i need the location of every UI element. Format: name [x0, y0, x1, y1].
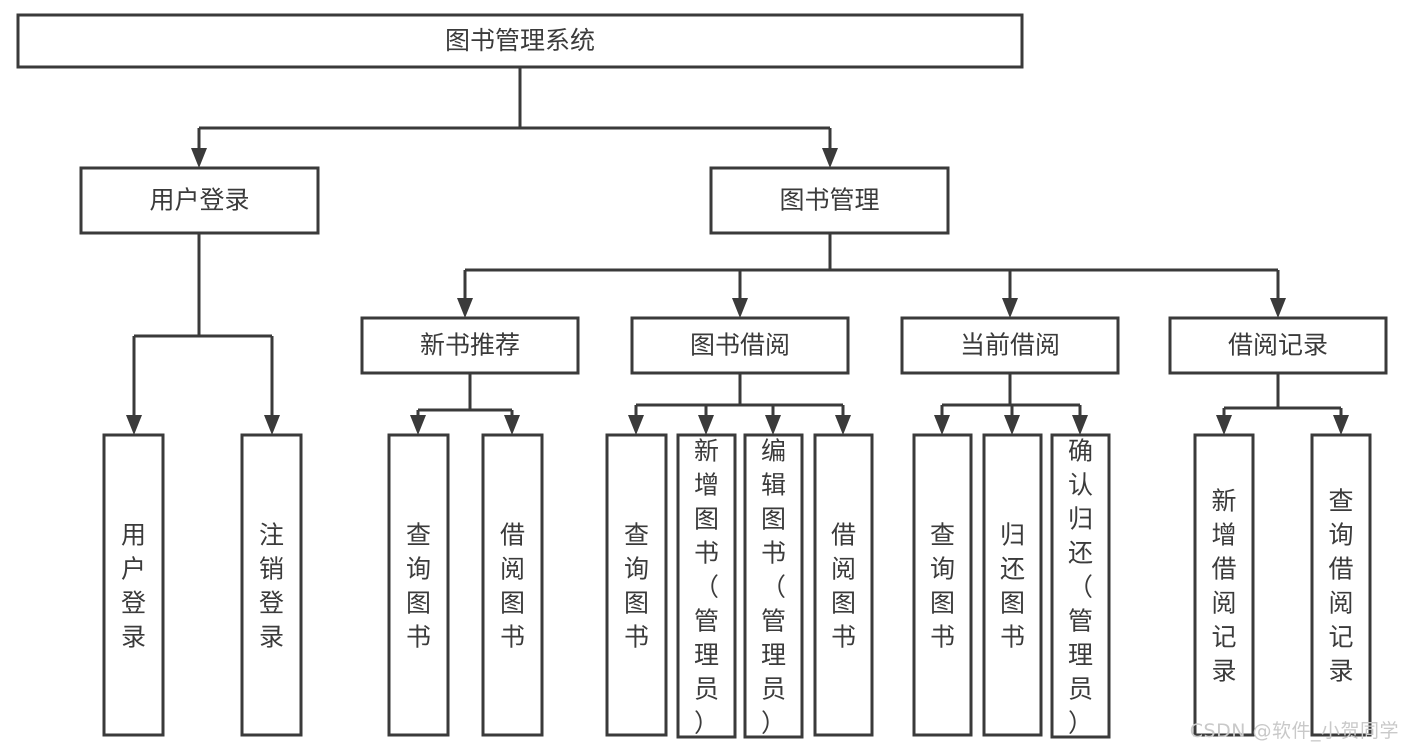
node-label: 当前借阅: [960, 331, 1060, 360]
node-box[interactable]: [982, 433, 1043, 737]
node-l-return-book[interactable]: 归还图书: [982, 433, 1043, 737]
node-label: 查询借阅记录: [1328, 487, 1353, 686]
arrow-head-icon: [835, 415, 851, 435]
arrow-head-icon: [934, 415, 950, 435]
node-l-edit-book-admin[interactable]: 编辑图书（管理员）: [743, 433, 804, 739]
node-box[interactable]: [1193, 433, 1255, 737]
node-box[interactable]: [1050, 433, 1111, 739]
node-l-logout[interactable]: 注销登录: [240, 433, 303, 737]
arrow-head-icon: [264, 415, 280, 435]
node-label: 确认归还（管理员）: [1068, 437, 1093, 738]
node-box[interactable]: [900, 316, 1120, 375]
node-label: 借阅图书: [831, 521, 856, 652]
arrow-head-icon: [628, 415, 644, 435]
node-l-query-book-2[interactable]: 查询图书: [605, 433, 668, 737]
node-label: 用户登录: [121, 521, 146, 652]
node-label: 新增借阅记录: [1211, 487, 1236, 686]
node-label: 借阅图书: [500, 521, 525, 652]
node-box[interactable]: [813, 433, 874, 737]
connector-user-login-bus: [126, 233, 280, 435]
node-l-borrow-book-1[interactable]: 借阅图书: [481, 433, 544, 737]
arrow-head-icon: [1002, 298, 1018, 318]
node-root[interactable]: 图书管理系统: [16, 13, 1024, 69]
arrow-head-icon: [1004, 415, 1020, 435]
node-box[interactable]: [79, 166, 320, 235]
node-box[interactable]: [1310, 433, 1372, 737]
arrow-head-icon: [457, 298, 473, 318]
arrow-head-icon: [1216, 415, 1232, 435]
node-n-user-login[interactable]: 用户登录: [79, 166, 320, 235]
node-n-current-borrow[interactable]: 当前借阅: [900, 316, 1120, 375]
node-box[interactable]: [1168, 316, 1388, 375]
arrow-head-icon: [822, 148, 838, 168]
arrow-head-icon: [732, 298, 748, 318]
arrow-head-icon: [1270, 298, 1286, 318]
node-label: 归还图书: [1000, 521, 1025, 652]
connector-book-mgmt-bus: [457, 233, 1286, 318]
node-l-query-book-3[interactable]: 查询图书: [912, 433, 973, 737]
node-label: 查询图书: [930, 521, 955, 652]
arrow-head-icon: [698, 415, 714, 435]
connector-root-bus: [191, 67, 838, 168]
node-n-book-borrow[interactable]: 图书借阅: [630, 316, 850, 375]
arrow-head-icon: [1333, 415, 1349, 435]
arrow-head-icon: [410, 415, 426, 435]
node-label: 借阅记录: [1228, 331, 1328, 360]
node-l-query-book-1[interactable]: 查询图书: [387, 433, 450, 737]
node-n-book-mgmt[interactable]: 图书管理: [709, 166, 950, 235]
node-box[interactable]: [387, 433, 450, 737]
node-l-borrow-book-2[interactable]: 借阅图书: [813, 433, 874, 737]
node-label: 新增图书（管理员）: [694, 437, 719, 738]
node-box[interactable]: [743, 433, 804, 739]
node-label: 查询图书: [406, 521, 431, 652]
node-box[interactable]: [360, 316, 580, 375]
node-box[interactable]: [16, 13, 1024, 69]
node-n-borrow-record[interactable]: 借阅记录: [1168, 316, 1388, 375]
node-box[interactable]: [709, 166, 950, 235]
node-l-add-record[interactable]: 新增借阅记录: [1193, 433, 1255, 737]
node-label: 用户登录: [149, 186, 249, 215]
node-l-add-book-admin[interactable]: 新增图书（管理员）: [676, 433, 737, 739]
arrow-head-icon: [1072, 415, 1088, 435]
node-label: 查询图书: [624, 521, 649, 652]
connector-new-book-rec-bus: [410, 373, 520, 435]
node-box[interactable]: [240, 433, 303, 737]
connector-book-borrow-bus: [628, 373, 851, 435]
node-l-confirm-return-admin[interactable]: 确认归还（管理员）: [1050, 433, 1111, 739]
node-box[interactable]: [605, 433, 668, 737]
node-l-user-login[interactable]: 用户登录: [102, 433, 165, 737]
node-label: 注销登录: [259, 521, 284, 652]
node-box[interactable]: [912, 433, 973, 737]
node-label: 新书推荐: [420, 331, 520, 360]
arrow-head-icon: [191, 148, 207, 168]
node-label: 编辑图书（管理员）: [761, 437, 786, 738]
node-label: 图书借阅: [690, 331, 790, 360]
node-box[interactable]: [676, 433, 737, 739]
node-layer: 图书管理系统用户登录图书管理新书推荐图书借阅当前借阅借阅记录用户登录注销登录查询…: [16, 13, 1388, 739]
node-box[interactable]: [481, 433, 544, 737]
connector-layer: [126, 67, 1349, 435]
node-label: 图书管理系统: [445, 26, 595, 55]
node-label: 图书管理: [779, 186, 879, 215]
arrow-head-icon: [504, 415, 520, 435]
arrow-head-icon: [765, 415, 781, 435]
connector-borrow-record-bus: [1216, 373, 1349, 435]
node-box[interactable]: [630, 316, 850, 375]
node-l-query-record[interactable]: 查询借阅记录: [1310, 433, 1372, 737]
csdn-watermark: CSDN @软件_小贺同学: [1189, 720, 1399, 742]
node-box[interactable]: [102, 433, 165, 737]
arrow-head-icon: [126, 415, 142, 435]
node-n-new-book-rec[interactable]: 新书推荐: [360, 316, 580, 375]
connector-current-borrow-bus: [934, 373, 1088, 435]
